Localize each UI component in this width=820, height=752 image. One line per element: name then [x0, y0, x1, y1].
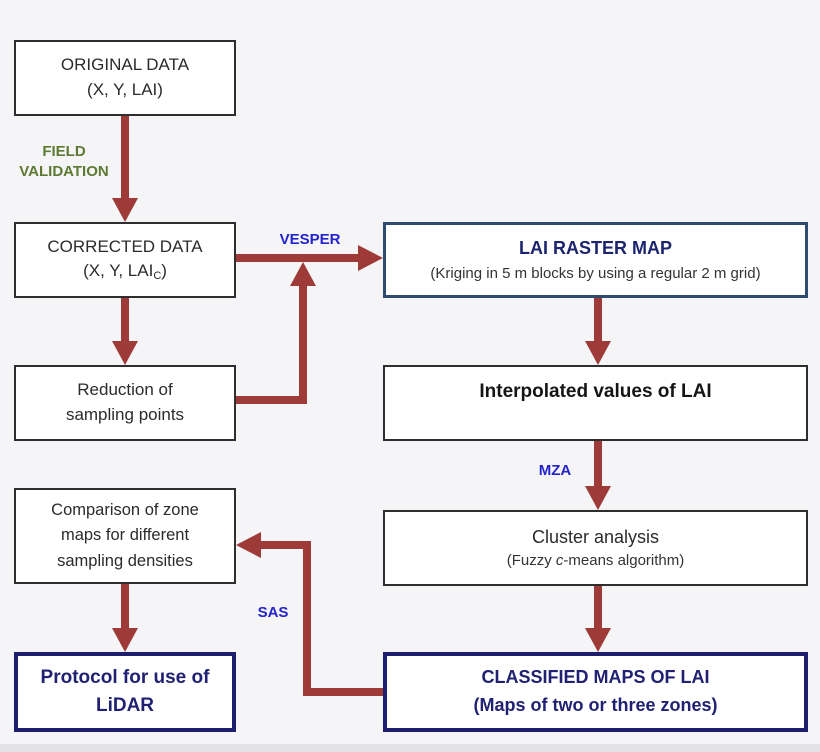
protocol-line2: LiDAR	[95, 695, 155, 716]
cluster-title: Cluster analysis	[531, 527, 660, 548]
label-sas: SAS	[257, 604, 289, 621]
cluster-subtitle: (Fuzzy c-means algorithm)	[506, 552, 685, 570]
arrow-sas-horizontal-bottom	[303, 688, 383, 696]
corrected-data-variables: (X, Y, LAIC)	[83, 261, 167, 283]
field-validation-line2: VALIDATION	[19, 163, 109, 181]
italic-c: c	[555, 552, 564, 570]
arrow-cluster-to-classified-head	[585, 628, 611, 652]
box-interpolated-values: Interpolated values of LAI	[383, 365, 808, 441]
box-lai-raster-map: LAI RASTER MAP (Kriging in 5 m blocks by…	[383, 222, 808, 298]
box-original-data: ORIGINAL DATA (X, Y, LAI)	[14, 40, 236, 116]
arrow-vesper-shaft	[236, 254, 360, 262]
box-protocol-lidar: Protocol for use of LiDAR	[14, 652, 236, 732]
raster-map-title: LAI RASTER MAP	[519, 238, 672, 259]
comparison-line2: maps for different	[60, 526, 190, 545]
subscript-c: C	[153, 270, 162, 283]
original-data-variables: (X, Y, LAI)	[87, 80, 163, 99]
bottom-edge-strip	[0, 744, 820, 752]
arrow-reduction-elbow-vertical	[299, 284, 307, 404]
original-data-title: ORIGINAL DATA	[60, 55, 190, 75]
label-field-validation: FIELD VALIDATION	[8, 142, 120, 183]
field-validation-line1: FIELD	[42, 143, 86, 160]
arrow-reduction-elbow-head	[290, 262, 316, 286]
box-reduction-sampling: Reduction of sampling points	[14, 365, 236, 441]
comparison-line1: Comparison of zone	[51, 500, 199, 519]
box-cluster-analysis: Cluster analysis (Fuzzy c-means algorith…	[383, 510, 808, 586]
arrow-corrected-to-reduction-shaft	[121, 298, 129, 343]
arrow-original-to-corrected-shaft	[121, 116, 129, 200]
arrow-cluster-to-classified-shaft	[594, 586, 602, 630]
arrow-mza-head	[585, 486, 611, 510]
arrow-reduction-elbow-horizontal	[236, 396, 307, 404]
raster-map-subtitle: (Kriging in 5 m blocks by using a regula…	[430, 265, 761, 283]
interpolated-title: Interpolated values of LAI	[479, 381, 712, 402]
corrected-data-title: CORRECTED DATA	[47, 236, 203, 256]
classified-subtitle: (Maps of two or three zones)	[473, 695, 718, 715]
arrow-raster-to-interpolated-head	[585, 341, 611, 365]
reduction-line2: sampling points	[65, 405, 185, 424]
arrow-sas-horizontal-top	[258, 541, 311, 549]
label-mza: MZA	[538, 462, 572, 479]
arrow-sas-head	[236, 532, 261, 558]
arrow-mza-shaft	[594, 441, 602, 488]
box-comparison-zone-maps: Comparison of zone maps for different sa…	[14, 488, 236, 584]
arrow-corrected-to-reduction-head	[112, 341, 138, 365]
arrow-vesper-head	[358, 245, 383, 271]
reduction-line1: Reduction of	[77, 380, 173, 400]
arrow-comparison-to-protocol-shaft	[121, 584, 129, 630]
box-classified-maps: CLASSIFIED MAPS OF LAI (Maps of two or t…	[383, 652, 808, 732]
arrow-original-to-corrected-head	[112, 198, 138, 222]
box-corrected-data: CORRECTED DATA (X, Y, LAIC)	[14, 222, 236, 298]
arrow-raster-to-interpolated-shaft	[594, 298, 602, 343]
comparison-line3: sampling densities	[57, 551, 193, 570]
classified-title: CLASSIFIED MAPS OF LAI	[481, 667, 710, 688]
arrow-comparison-to-protocol-head	[112, 628, 138, 652]
protocol-line1: Protocol for use of	[40, 666, 210, 688]
label-vesper: VESPER	[279, 231, 341, 248]
arrow-sas-vertical	[303, 541, 311, 696]
